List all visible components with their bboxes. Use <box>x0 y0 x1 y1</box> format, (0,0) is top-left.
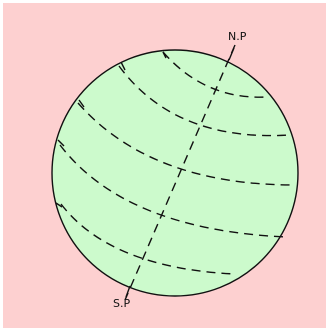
sphere <box>52 50 298 296</box>
south-pole-label: S.P <box>113 297 130 310</box>
north-pole-label: N.P <box>228 30 247 43</box>
